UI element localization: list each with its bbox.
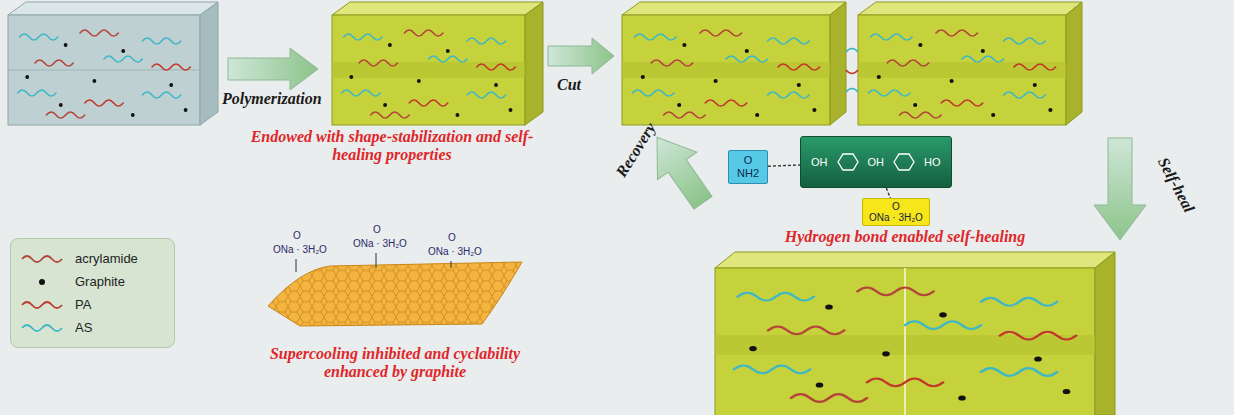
caption-text: Endowed with shape-stabilization and sel… <box>247 128 537 165</box>
chem-formula: ONa · 3H₂O <box>272 244 328 255</box>
chem-formula: O <box>447 232 457 243</box>
node-text: HO <box>924 156 941 168</box>
node-text: NH2 <box>737 167 759 180</box>
node-text: O <box>744 154 753 167</box>
legend-sample <box>21 298 63 312</box>
chem-formula: O <box>372 224 382 235</box>
cellulose-box: OH OH HO <box>800 136 952 188</box>
chem-formula: ONa · 3H₂O <box>427 246 483 257</box>
legend-sample <box>21 252 63 266</box>
cut-slab <box>622 2 1082 125</box>
graphite-sheet <box>268 253 522 326</box>
legend-box: acrylamideGraphitePA AS <box>10 238 175 348</box>
node-text: ONa · 3H₂O <box>869 212 923 223</box>
polymer-slab <box>332 2 543 125</box>
process-arrow <box>548 38 614 74</box>
process-arrow <box>1094 138 1146 240</box>
legend-text: AS <box>75 320 92 335</box>
legend-row: acrylamide <box>21 247 164 270</box>
legend-sample <box>21 321 63 335</box>
ring-symbol <box>890 151 918 173</box>
node-text: OH <box>811 156 828 168</box>
step-label: Polymerization <box>222 90 322 108</box>
step-label: Self-heal <box>1154 154 1198 215</box>
chem-formula: ONa · 3H₂O <box>352 238 408 249</box>
process-arrow <box>228 48 318 90</box>
legend-text: acrylamide <box>75 251 138 266</box>
legend-text: Graphite <box>75 274 125 289</box>
chem-formula: O <box>292 230 302 241</box>
legend-row: AS <box>21 316 164 339</box>
bond-line <box>768 165 800 166</box>
monomer-slab <box>8 2 218 125</box>
healed-slab <box>715 252 1115 415</box>
caption-text: Supercooling inhibited and cyclability e… <box>263 345 528 382</box>
legend-sample <box>21 275 63 289</box>
legend-row: PA <box>21 293 164 316</box>
legend-text: PA <box>75 297 91 312</box>
step-label: Recovery <box>612 120 659 181</box>
bond-line <box>886 188 890 198</box>
acrylamide-box: ONH2 <box>728 150 768 184</box>
ring-symbol <box>834 151 862 173</box>
acetate-box: OONa · 3H₂O <box>862 198 930 226</box>
legend-row: Graphite <box>21 270 164 293</box>
node-text: OH <box>868 156 885 168</box>
node-text: O <box>892 201 900 212</box>
caption-text: Hydrogen bond enabled self-healing <box>740 228 1070 246</box>
step-label: Cut <box>557 76 581 94</box>
